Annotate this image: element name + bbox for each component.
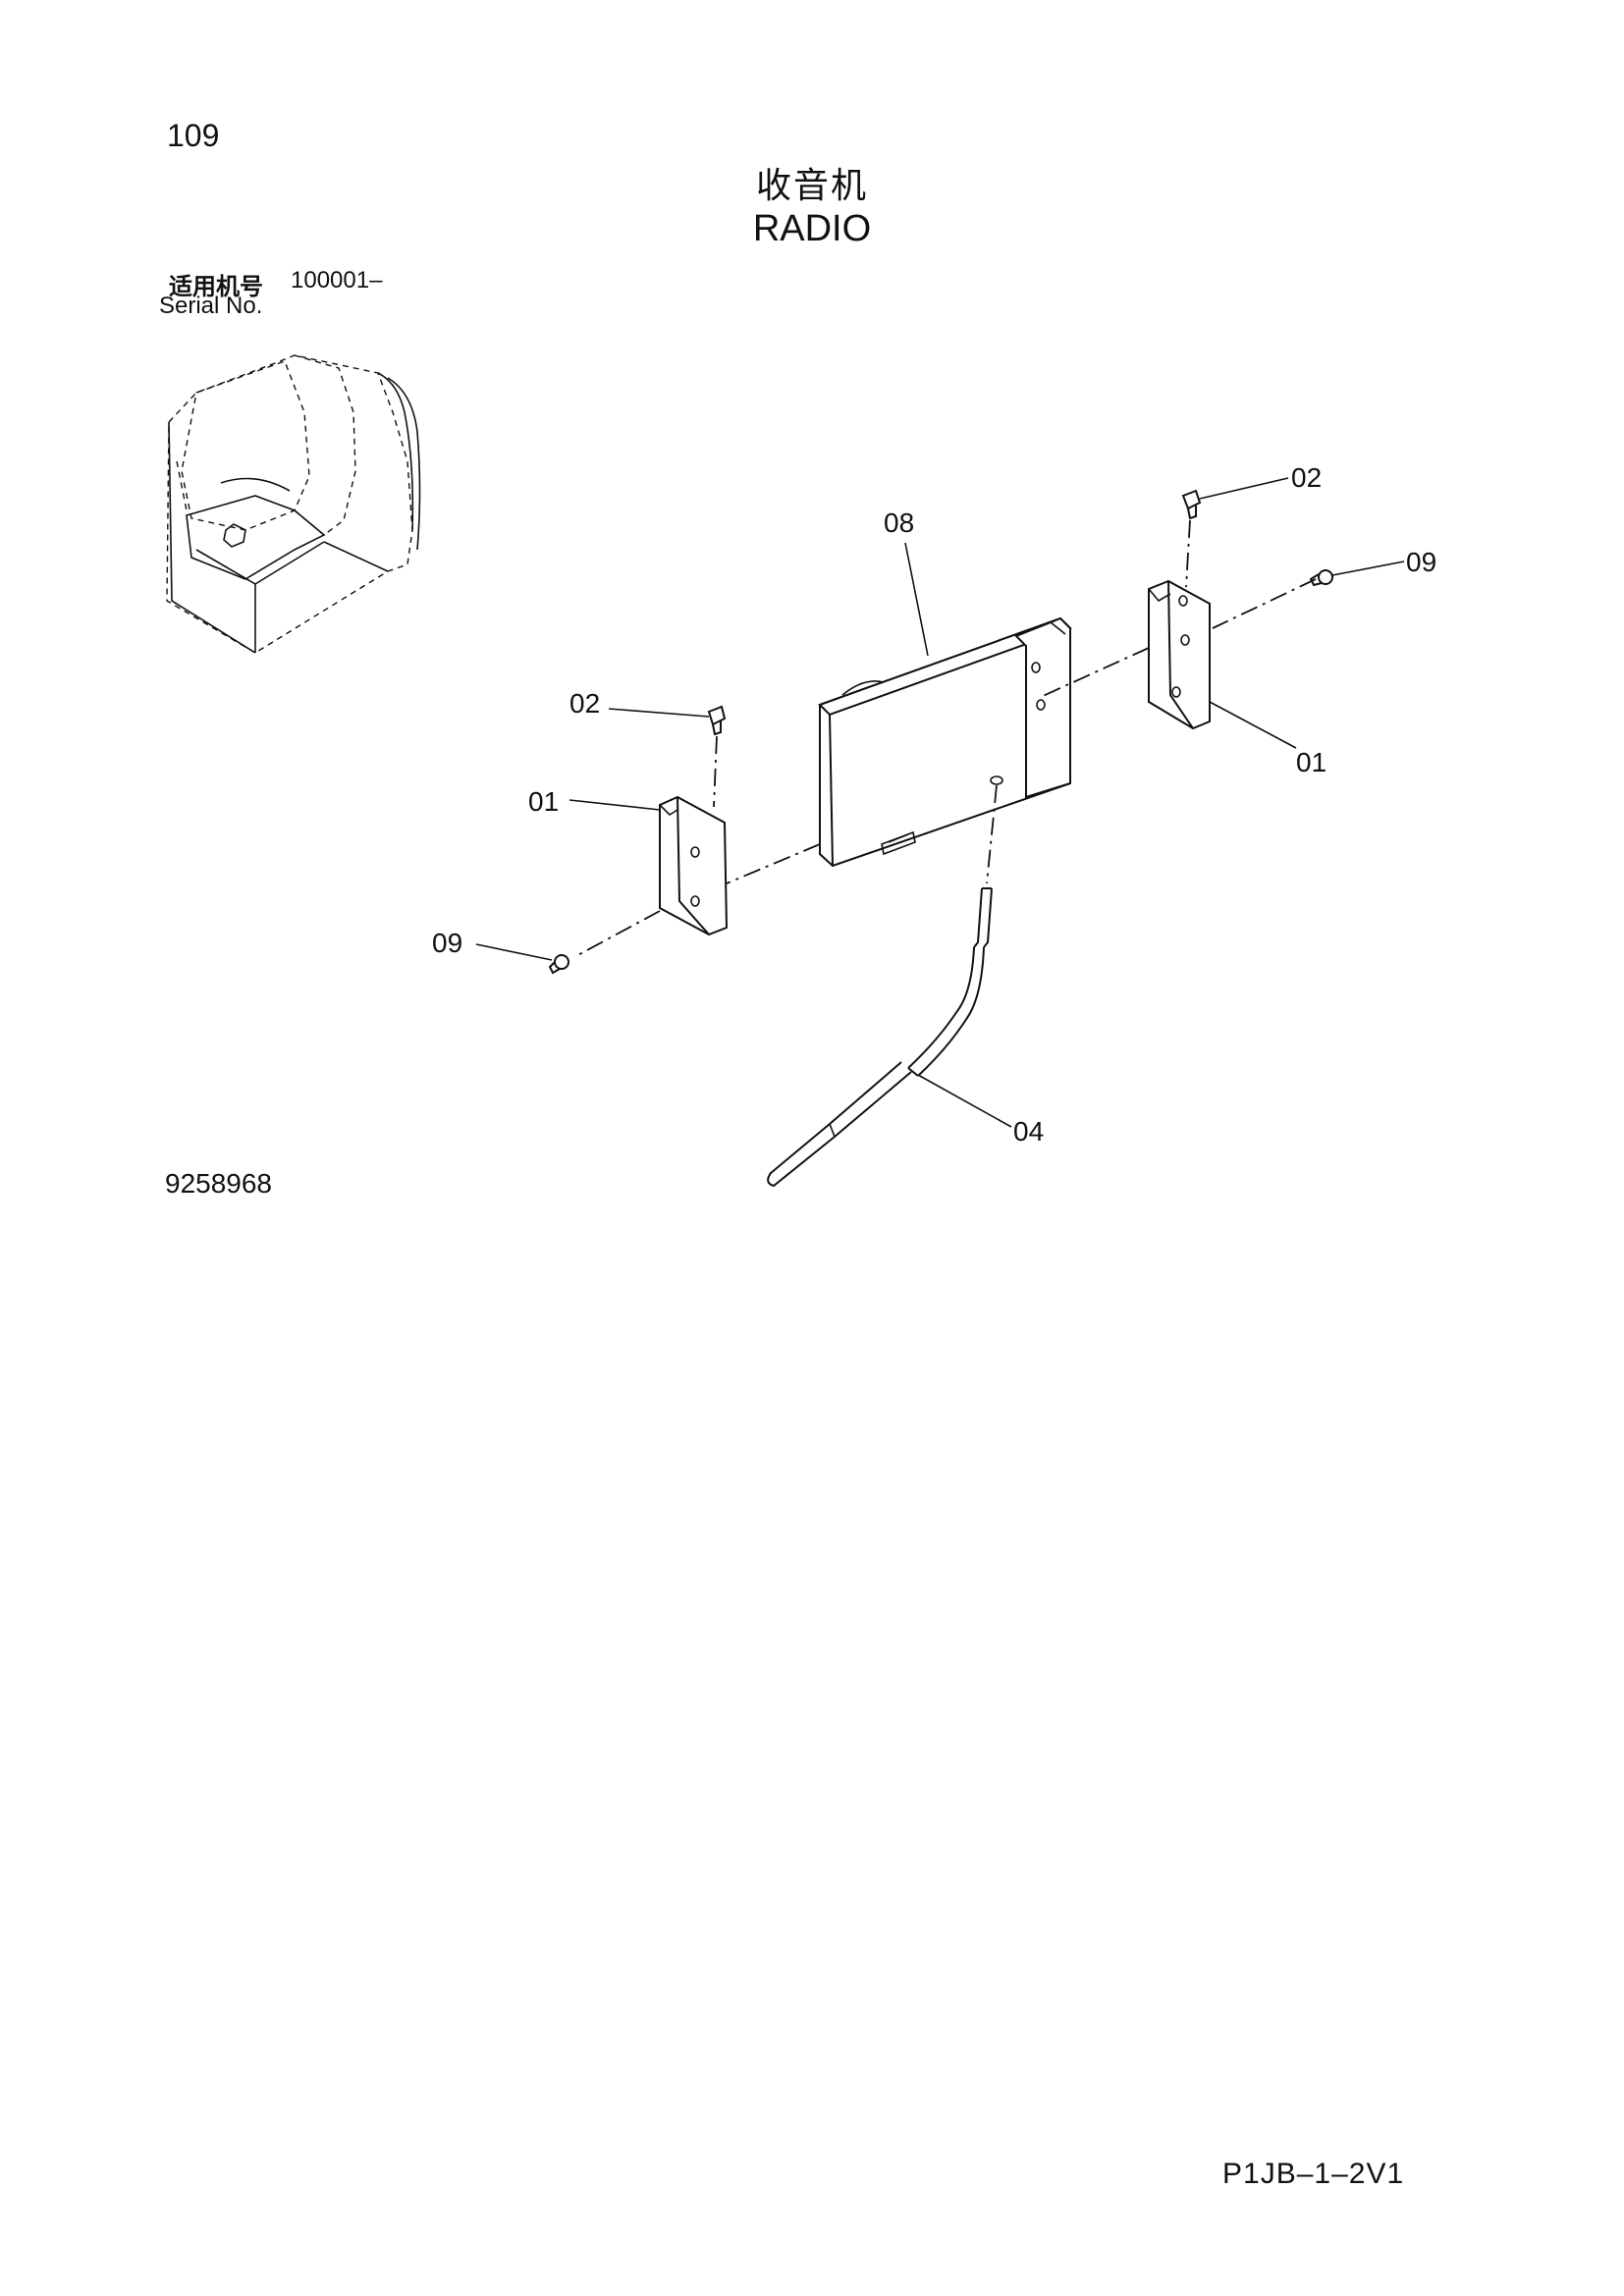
cab-location-sketch <box>166 354 421 654</box>
page-code: P1JB–1–2V1 <box>1222 2158 1405 2190</box>
callout-01-left: 01 <box>528 786 559 817</box>
screw-09-left <box>548 954 569 975</box>
screw-09-right <box>1309 569 1333 587</box>
callout-01-right: 01 <box>1296 747 1326 777</box>
screw-02-left <box>707 705 727 736</box>
callout-02-right: 02 <box>1291 462 1322 493</box>
assembly-center-lines <box>573 519 1317 958</box>
page-title-english: RADIO <box>752 208 872 249</box>
serial-number-range: 100001– <box>291 267 383 294</box>
serial-label-english: Serial No. <box>159 293 263 319</box>
radio-exploded-diagram: 02 09 08 01 02 01 09 04 <box>166 354 1436 1188</box>
right-bracket-01 <box>1148 579 1211 730</box>
drawing-number: 9258968 <box>165 1168 273 1199</box>
serial-label-chinese: 适用机号 <box>169 273 263 300</box>
page-title-chinese: 收音机 <box>755 166 868 206</box>
callout-08: 08 <box>884 507 914 538</box>
callout-02-left: 02 <box>569 688 600 719</box>
page-number: 109 <box>167 118 220 153</box>
callout-09-left: 09 <box>432 928 462 958</box>
callout-04: 04 <box>1013 1116 1044 1147</box>
leader-lines <box>475 477 1405 1128</box>
screw-02-right <box>1181 489 1202 520</box>
left-bracket-01 <box>659 795 729 936</box>
callout-09-right: 09 <box>1406 547 1436 577</box>
antenna-cable-04 <box>767 887 993 1188</box>
radio-unit-08 <box>818 616 1072 868</box>
